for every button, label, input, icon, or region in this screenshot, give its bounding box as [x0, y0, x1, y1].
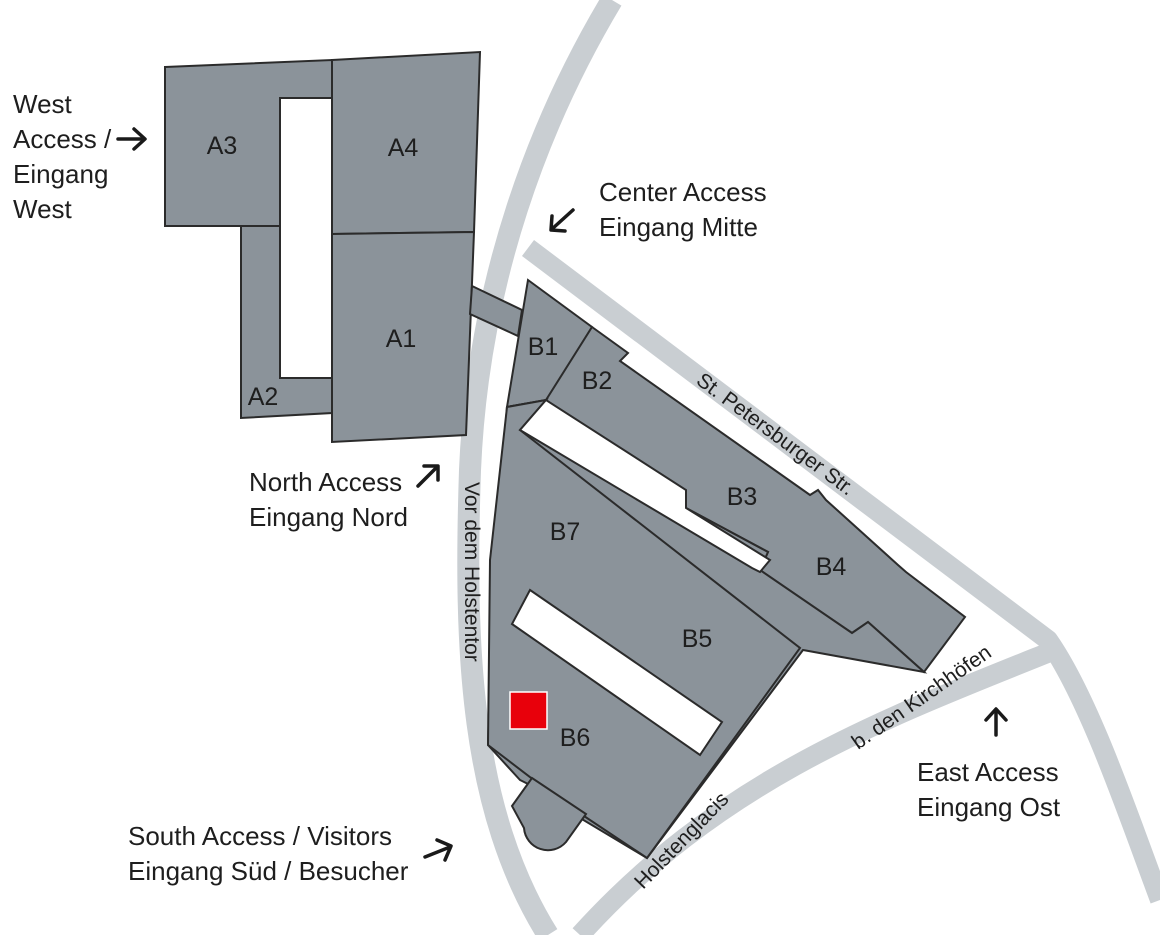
location-marker-icon[interactable]: [509, 691, 548, 730]
west-access-line-2: Access /: [13, 124, 112, 154]
building-labels: A3 A4 A1 A2 B1 B2 B3 B4 B7 B5 B6: [207, 132, 847, 752]
north-access-label: North Access Eingang Nord: [249, 465, 408, 535]
courtyard-a: [279, 97, 333, 379]
east-access-line-1: East Access: [917, 757, 1059, 787]
label-b1: B1: [528, 333, 559, 361]
label-b3: B3: [727, 483, 758, 511]
arrow-icon: [984, 707, 1008, 737]
arrow-icon: [116, 127, 147, 151]
label-b6: B6: [560, 724, 591, 752]
label-a4: A4: [388, 134, 419, 162]
access-arrows: [116, 127, 1008, 862]
center-access-label: Center Access Eingang Mitte: [599, 175, 767, 245]
west-access-line-3: Eingang: [13, 159, 109, 189]
label-a2: A2: [248, 383, 279, 411]
south-access-line-1: South Access / Visitors: [128, 821, 392, 851]
north-access-line-1: North Access: [249, 467, 403, 497]
label-a3: A3: [207, 132, 238, 160]
south-access-label: South Access / Visitors Eingang Süd / Be…: [128, 819, 408, 889]
label-b2: B2: [582, 367, 613, 395]
label-b4: B4: [816, 553, 847, 581]
label-a1: A1: [386, 325, 417, 353]
buildings: [164, 50, 967, 860]
west-access-line-4: West: [13, 194, 72, 224]
arrow-icon: [423, 838, 453, 862]
road-st-petersburger-str: [521, 240, 1160, 904]
label-b5: B5: [682, 625, 713, 653]
courtyard-b5: [510, 588, 724, 757]
arrow-icon: [416, 464, 440, 488]
road-kirchhoefen-holstenglacis: [572, 640, 1059, 935]
south-access-line-2: Eingang Süd / Besucher: [128, 856, 409, 886]
street-label-vor-dem-holstentor: Vor dem Holstentor: [460, 482, 483, 662]
east-access-line-2: Eingang Ost: [917, 792, 1061, 822]
north-access-line-2: Eingang Nord: [249, 502, 408, 532]
center-access-line-2: Eingang Mitte: [599, 212, 758, 242]
center-access-line-1: Center Access: [599, 177, 767, 207]
label-b7: B7: [550, 518, 581, 546]
west-access-label: West Access / Eingang West: [13, 87, 111, 227]
arrow-icon: [549, 208, 575, 233]
east-access-label: East Access Eingang Ost: [917, 755, 1060, 825]
roads: [457, 0, 1160, 935]
west-access-line-1: West: [13, 89, 72, 119]
courtyard-b7: [518, 398, 772, 574]
road-vor-dem-holstentor: [457, 0, 622, 935]
annex-b6: [510, 776, 588, 852]
